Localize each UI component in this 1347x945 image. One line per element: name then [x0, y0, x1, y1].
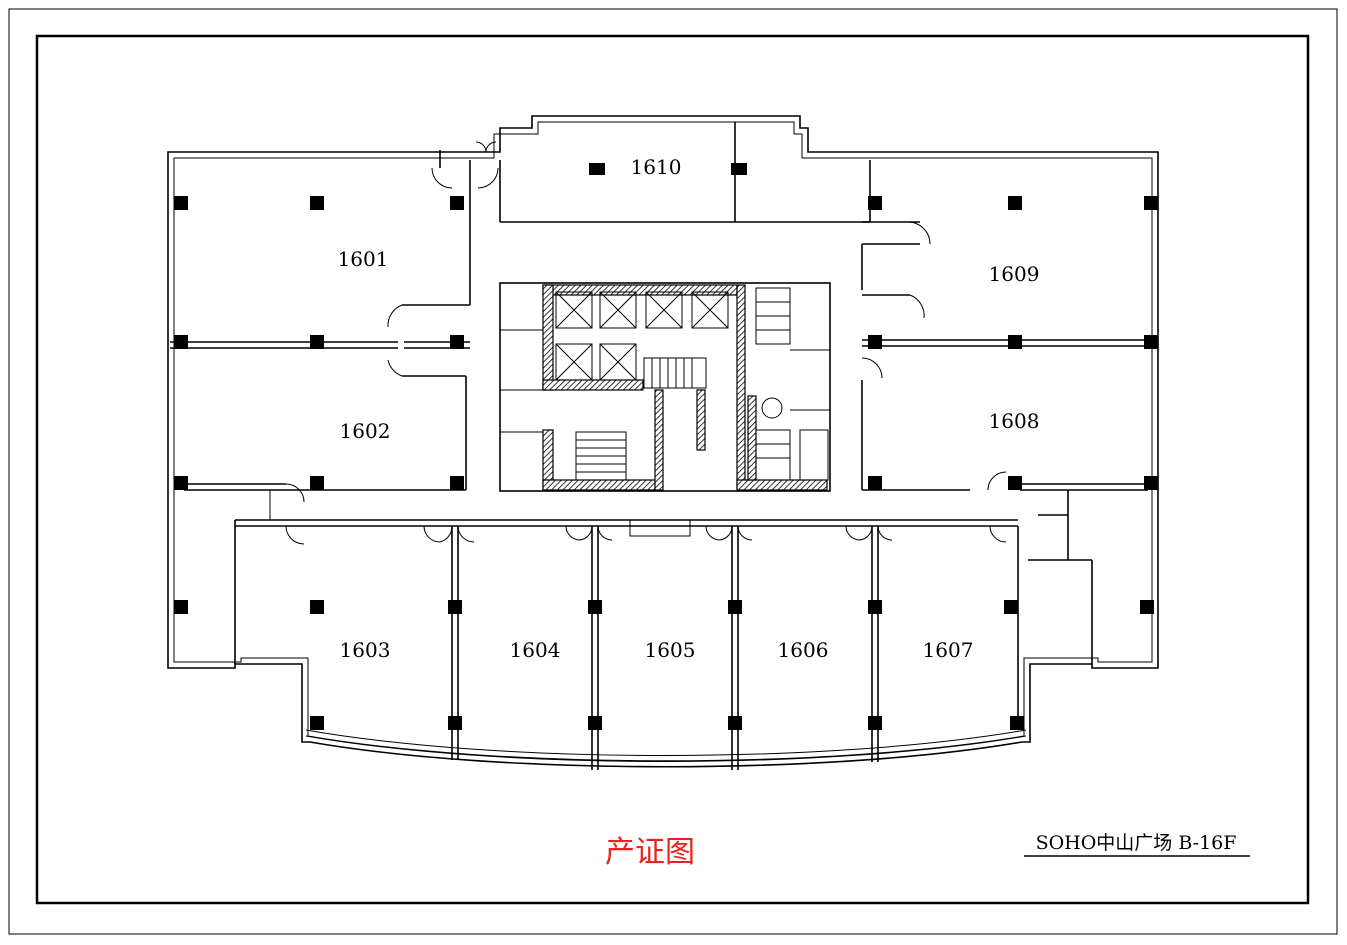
column — [1144, 335, 1158, 349]
column — [868, 335, 882, 349]
doors — [285, 141, 1007, 545]
column — [310, 716, 324, 730]
column — [868, 600, 882, 614]
column — [1008, 196, 1022, 210]
column — [588, 716, 602, 730]
left-wing-walls — [170, 122, 871, 491]
column — [728, 600, 742, 614]
column — [310, 335, 324, 349]
column — [728, 716, 742, 730]
inner-frame — [35, 34, 1310, 905]
toilets — [755, 287, 830, 481]
column — [1144, 476, 1158, 490]
column — [1144, 196, 1158, 210]
column — [174, 335, 188, 349]
column — [448, 716, 462, 730]
elevator-shafts — [555, 291, 729, 381]
column — [1004, 600, 1018, 614]
column — [868, 716, 882, 730]
column — [450, 476, 464, 490]
outer-frame — [8, 8, 1338, 935]
column — [310, 196, 324, 210]
room-label-1609: 1609 — [989, 262, 1040, 286]
room-label-1610: 1610 — [631, 155, 682, 179]
column — [310, 600, 324, 614]
building-outline — [167, 115, 1159, 768]
column — [174, 196, 188, 210]
room-label-1602: 1602 — [340, 419, 391, 443]
column — [310, 476, 324, 490]
column — [174, 476, 188, 490]
column — [589, 163, 605, 175]
column — [1010, 716, 1024, 730]
room-labels: 1601 1602 1603 1604 1605 1606 1607 1608 … — [338, 155, 1040, 662]
column — [731, 163, 747, 175]
column — [1008, 335, 1022, 349]
column — [450, 196, 464, 210]
room-label-1603: 1603 — [340, 638, 391, 662]
service-core — [499, 282, 831, 492]
column — [868, 476, 882, 490]
room-label-1604: 1604 — [510, 638, 561, 662]
room-label-1607: 1607 — [923, 638, 974, 662]
room-label-1601: 1601 — [338, 247, 389, 271]
structural-columns — [174, 163, 1158, 730]
certificate-label: 产证图 — [605, 835, 695, 870]
column — [450, 335, 464, 349]
room-label-1605: 1605 — [645, 638, 696, 662]
stairs — [575, 357, 707, 481]
column — [448, 600, 462, 614]
column — [1140, 600, 1154, 614]
right-wing-walls — [861, 221, 1148, 664]
corridor-walls — [234, 490, 1019, 770]
column — [1008, 476, 1022, 490]
room-label-1606: 1606 — [778, 638, 829, 662]
drawing-title: SOHO中山广场 B-16F — [1036, 832, 1237, 854]
column — [588, 600, 602, 614]
column — [868, 196, 882, 210]
room-label-1608: 1608 — [989, 409, 1040, 433]
column — [174, 600, 188, 614]
